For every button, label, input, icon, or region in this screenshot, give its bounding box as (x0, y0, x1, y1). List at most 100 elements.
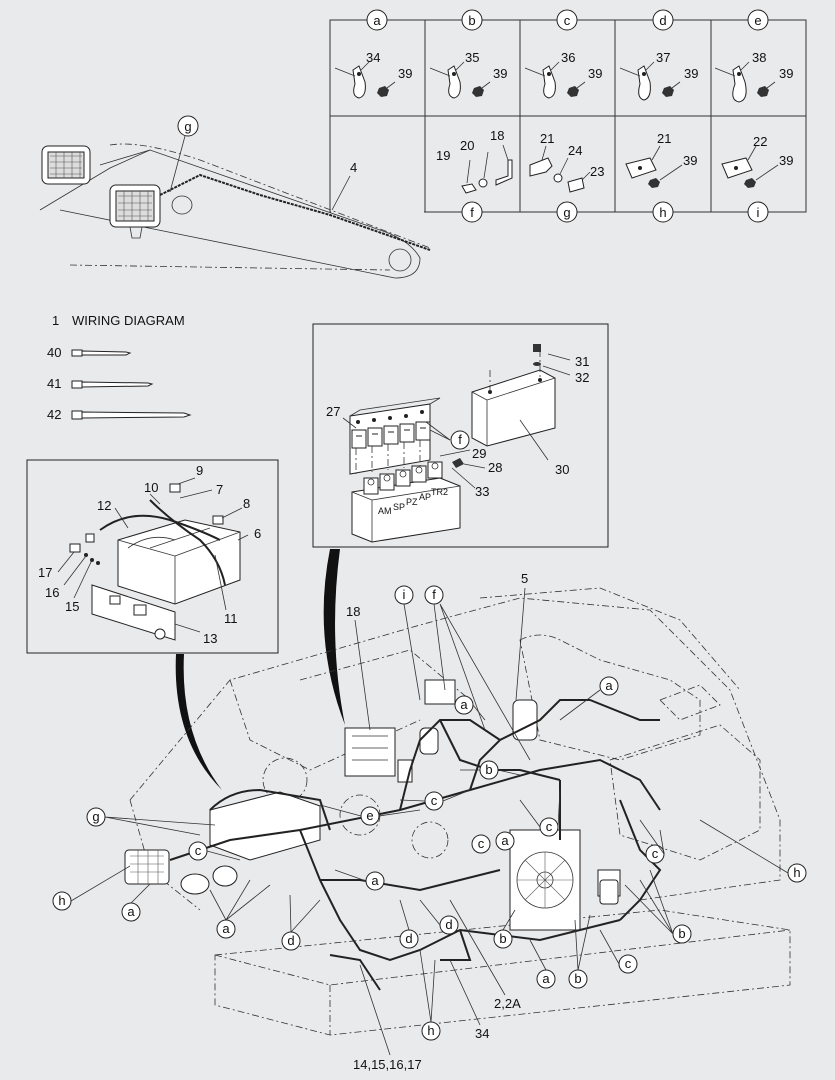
svg-text:c: c (625, 956, 632, 971)
label-28: 28 (488, 460, 502, 475)
label-37: 37 (656, 50, 670, 65)
svg-text:d: d (287, 933, 294, 948)
clamp-d (619, 61, 681, 101)
clamp-e (714, 61, 776, 103)
work-light-upper (41, 145, 91, 185)
label-19: 19 (436, 148, 450, 163)
label-24: 24 (568, 143, 582, 158)
detail-letter-b: b (461, 9, 483, 31)
svg-text:d: d (405, 931, 412, 946)
svg-text:d: d (445, 917, 452, 932)
label-29: 29 (472, 446, 486, 461)
label-34: 34 (366, 50, 380, 65)
label-16: 16 (45, 585, 59, 600)
detail-letter-a: a (366, 9, 388, 31)
label-22: 22 (753, 134, 767, 149)
detail-letter-d: d (652, 9, 674, 31)
detail-letter-f: f (461, 201, 483, 223)
relay-label-am: AM (378, 506, 392, 516)
label-20: 20 (460, 138, 474, 153)
svg-text:a: a (373, 13, 381, 28)
battery-detail (26, 459, 279, 654)
label-39-d: 39 (684, 66, 698, 81)
svg-text:g: g (184, 119, 191, 134)
label-10: 10 (144, 480, 158, 495)
label-33: 33 (475, 484, 489, 499)
svg-text:b: b (485, 762, 492, 777)
machine-body (124, 587, 791, 1036)
work-light-lower (109, 184, 161, 239)
label-27: 27 (326, 404, 340, 419)
detail-letter-i: i (747, 201, 769, 223)
svg-text:h: h (58, 893, 65, 908)
clamp-c (524, 61, 586, 99)
label-6: 6 (254, 526, 261, 541)
label-39-h: 39 (683, 153, 697, 168)
wiring-diagram-label: WIRING DIAGRAM (72, 313, 185, 328)
label-40: 40 (47, 345, 61, 360)
label-15: 15 (65, 599, 79, 614)
label-8: 8 (243, 496, 250, 511)
label-36: 36 (561, 50, 575, 65)
detail-letter-h: h (652, 201, 674, 223)
label-39: 39 (398, 66, 412, 81)
svg-text:a: a (542, 971, 550, 986)
svg-text:c: c (564, 13, 571, 28)
svg-text:e: e (754, 13, 761, 28)
svg-text:b: b (468, 13, 475, 28)
bracket-g (529, 145, 591, 193)
svg-text:b: b (678, 926, 685, 941)
svg-text:d: d (659, 13, 666, 28)
label-32: 32 (575, 370, 589, 385)
label-38: 38 (752, 50, 766, 65)
relay-label-tr2: TR2 (431, 487, 448, 497)
callout-f-relay: f (450, 430, 470, 450)
label-31: 31 (575, 354, 589, 369)
detail-letter-e: e (747, 9, 769, 31)
label-5: 5 (521, 571, 528, 586)
svg-text:h: h (793, 865, 800, 880)
relay-label-ap: AP (419, 492, 431, 502)
svg-text:h: h (659, 205, 666, 220)
label-9: 9 (196, 463, 203, 478)
label-12: 12 (97, 498, 111, 513)
svg-text:f: f (470, 205, 474, 220)
label-18: 18 (490, 128, 504, 143)
bracket-h (625, 145, 683, 188)
cable-tie-42 (71, 410, 192, 420)
svg-text:c: c (652, 846, 659, 861)
cable-tie-41 (71, 380, 154, 389)
detail-pointer-relay (323, 549, 345, 725)
cable-tie-40 (71, 349, 132, 357)
svg-text:b: b (574, 971, 581, 986)
svg-text:b: b (499, 931, 506, 946)
label-30: 30 (555, 462, 569, 477)
svg-text:c: c (431, 793, 438, 808)
svg-text:e: e (366, 808, 373, 823)
bracket-f (461, 144, 513, 194)
label-39-c: 39 (588, 66, 602, 81)
label-2-2a: 2,2A (494, 996, 521, 1011)
svg-text:a: a (222, 921, 230, 936)
label-17: 17 (38, 565, 52, 580)
label-21: 21 (540, 131, 554, 146)
label-21-h: 21 (657, 131, 671, 146)
label-42: 42 (47, 407, 61, 422)
detail-letter-c: c (556, 9, 578, 31)
svg-text:h: h (427, 1023, 434, 1038)
detail-letter-g: g (556, 201, 578, 223)
svg-text:c: c (546, 819, 553, 834)
svg-text:i: i (757, 205, 760, 220)
svg-text:i: i (403, 587, 406, 602)
svg-text:f: f (432, 587, 436, 602)
label-7: 7 (216, 482, 223, 497)
label-18-main: 18 (346, 604, 360, 619)
label-1: 1 (52, 313, 59, 328)
label-4: 4 (350, 160, 357, 175)
svg-text:a: a (127, 904, 135, 919)
label-23: 23 (590, 164, 604, 179)
label-39-i: 39 (779, 153, 793, 168)
clamp-b (429, 61, 491, 99)
label-39-e: 39 (779, 66, 793, 81)
